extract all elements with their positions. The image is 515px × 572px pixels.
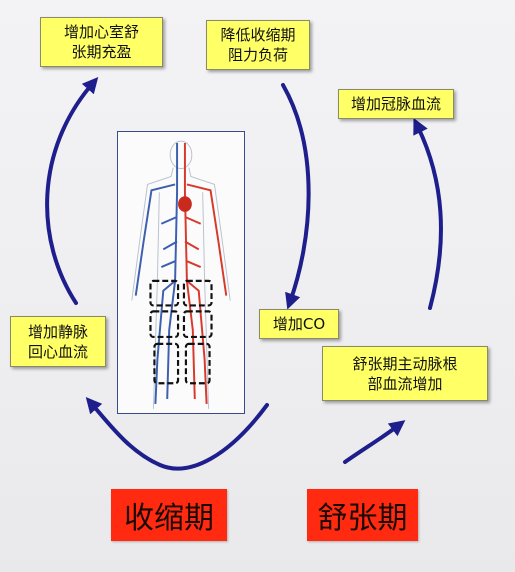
box-increase-coronary-flow: 增加冠脉血流 xyxy=(338,89,454,119)
arrow-afterload-to-co xyxy=(281,83,311,310)
box-line: 降低收缩期 xyxy=(220,26,296,44)
box-aortic-root-flow: 舒张期主动脉根 部血流增加 xyxy=(322,346,488,401)
box-line: 增加冠脉血流 xyxy=(350,95,441,113)
phase-systole: 收缩期 xyxy=(111,489,227,541)
arrow-venous-to-filling xyxy=(45,76,99,305)
human-body-illustration xyxy=(131,140,231,409)
box-reduce-systolic-afterload: 降低收缩期 阻力负荷 xyxy=(206,20,310,70)
box-line: 舒张期主动脉根 xyxy=(352,354,458,373)
box-line: 张期充盈 xyxy=(71,43,132,61)
arrow-diastole-to-aortic xyxy=(343,420,406,464)
box-increase-diastolic-filling: 增加心室舒 张期充盈 xyxy=(40,17,163,67)
arrow-systole-to-venous xyxy=(85,396,269,471)
box-line: 部血流增加 xyxy=(367,374,443,393)
box-line: 回心血流 xyxy=(27,342,88,361)
arrow-aortic-to-coronary xyxy=(413,117,443,310)
box-line: 阻力负荷 xyxy=(227,46,288,64)
box-line: 增加CO xyxy=(272,315,326,333)
circulation-figure xyxy=(117,131,245,414)
phase-diastole: 舒张期 xyxy=(307,489,418,541)
box-increase-co: 增加CO xyxy=(259,309,339,339)
box-increase-venous-return: 增加静脉 回心血流 xyxy=(10,316,106,367)
box-line: 增加静脉 xyxy=(27,322,88,341)
box-line: 增加心室舒 xyxy=(63,23,139,41)
